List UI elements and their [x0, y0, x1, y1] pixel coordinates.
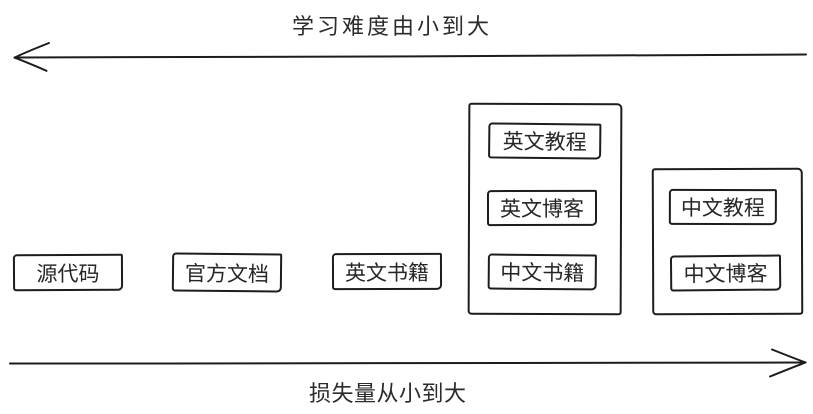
- node-official-docs: 官方文档: [171, 252, 283, 293]
- arrow-left-icon: [13, 42, 807, 72]
- node-label: 英文博客: [499, 196, 585, 222]
- node-label: 英文书籍: [344, 260, 430, 285]
- node-label: 源代码: [36, 261, 100, 286]
- node-chinese-blogs: 中文博客: [669, 254, 782, 292]
- group-box-middle: 英文教程 英文博客 中文书籍: [467, 102, 623, 316]
- node-source-code: 源代码: [12, 253, 124, 292]
- loss-axis-label: 损失量从小到大: [309, 382, 467, 407]
- arrow-right-icon: [9, 348, 807, 378]
- node-label: 官方文档: [184, 261, 270, 286]
- node-label: 中文教程: [680, 195, 765, 221]
- node-english-tutorials: 英文教程: [488, 122, 602, 160]
- node-label: 英文教程: [502, 129, 587, 155]
- group-box-right: 中文教程 中文博客: [651, 167, 804, 316]
- node-label: 中文博客: [683, 261, 768, 287]
- node-english-blogs: 英文博客: [486, 189, 598, 227]
- node-chinese-tutorials: 中文教程: [668, 188, 777, 226]
- difficulty-axis-label: 学习难度由小到大: [292, 15, 493, 40]
- node-chinese-books: 中文书籍: [487, 253, 597, 291]
- node-english-books: 英文书籍: [331, 252, 443, 291]
- node-label: 中文书籍: [500, 260, 585, 286]
